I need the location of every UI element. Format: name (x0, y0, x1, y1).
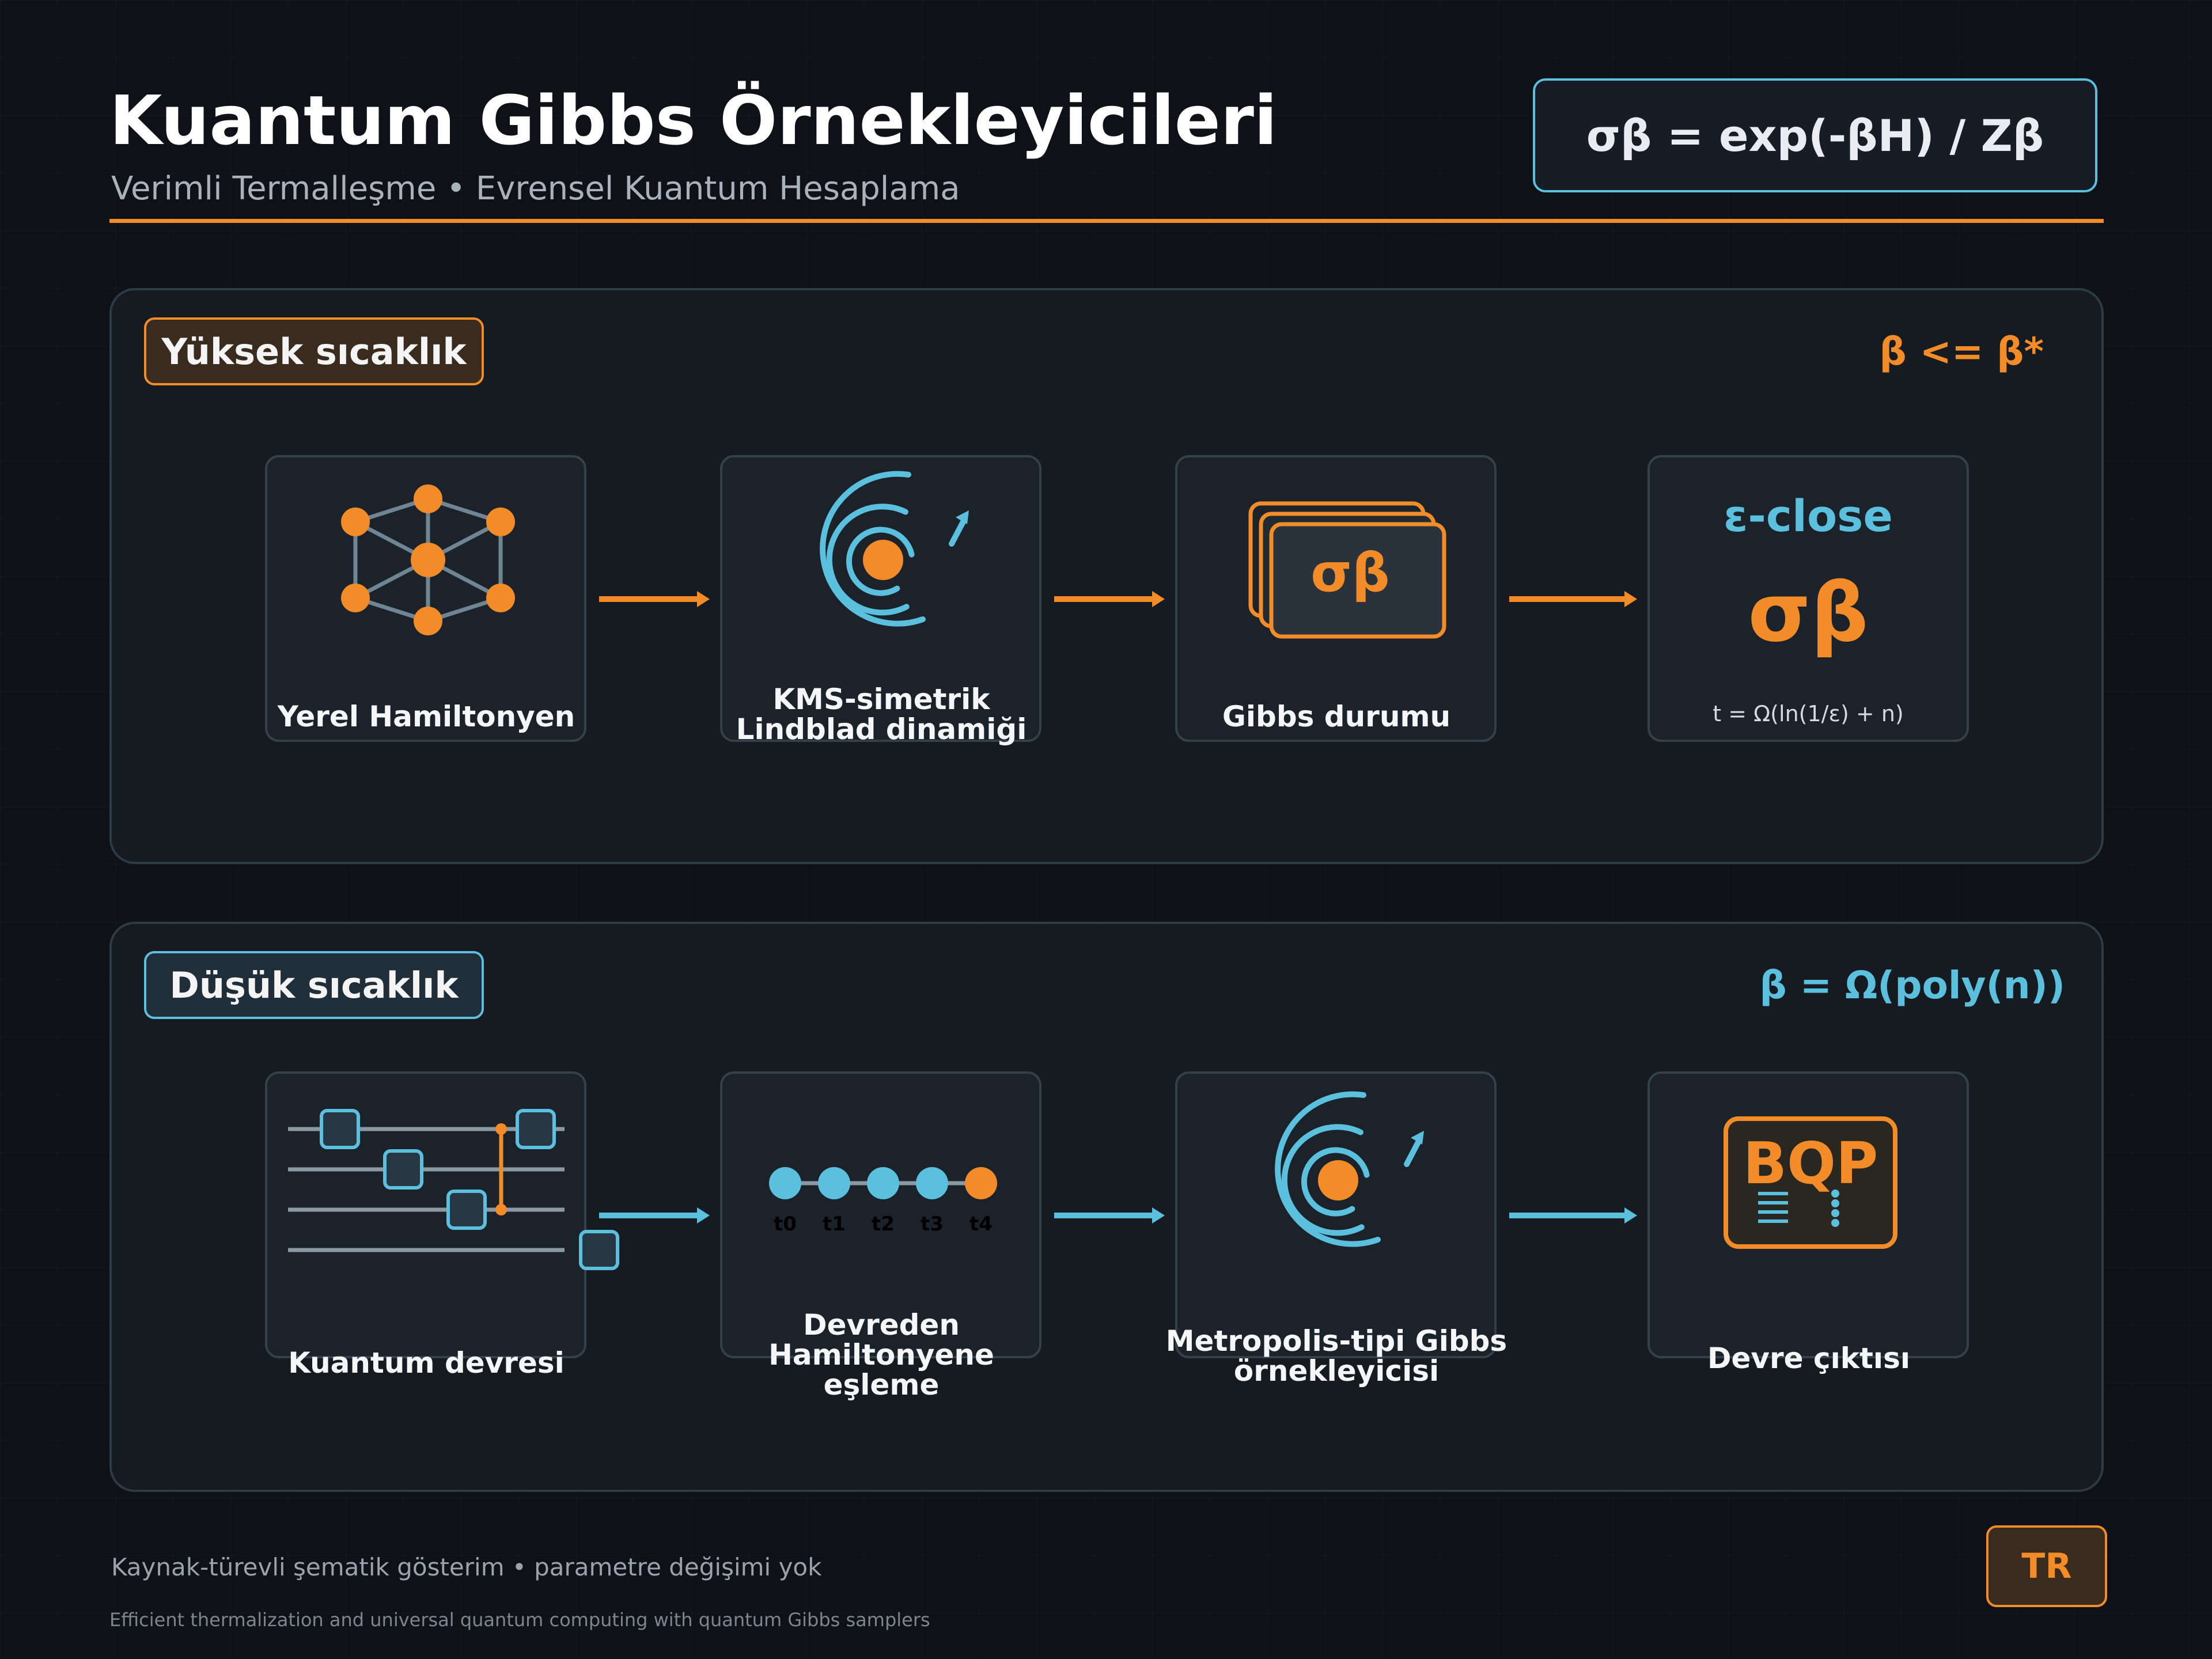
arrowhead-4 (697, 1207, 710, 1224)
quantum-circuit-icon (288, 1109, 619, 1270)
arrowhead-5 (1152, 1207, 1165, 1224)
step-circuit-output: BQP (1647, 1071, 1969, 1358)
svg-text:t0: t0 (774, 1213, 797, 1236)
bqp-chip-text: BQP (1743, 1130, 1878, 1197)
step-label-metropolis-sampler: Metropolis-tipi Gibbs örnekleyicisi (1165, 1324, 1508, 1388)
step-kms-lindblad (720, 455, 1041, 742)
footer-source: Efficient thermalization and universal q… (109, 1609, 930, 1631)
arrowhead-1 (697, 591, 710, 607)
svg-text:t1: t1 (823, 1213, 846, 1236)
spiral-dynamics-icon (820, 471, 969, 627)
step-label-quantum-circuit: Kuantum devresi (288, 1346, 565, 1380)
high-temp-arrows (599, 591, 1637, 607)
low-temp-arrows (599, 1207, 1637, 1224)
spiral-dynamics-icon (1275, 1091, 1424, 1247)
high-temperature-tag: Yüksek sıcaklık (144, 317, 484, 385)
step-eps-close (1647, 455, 1969, 742)
step-circuit-to-hamiltonian: t0 t1 t2 t3 t4 (720, 1071, 1041, 1358)
state-card-text: σβ (1310, 542, 1390, 604)
step-label-circuit-output: Devre çıktısı (1707, 1342, 1910, 1375)
lattice-icon (341, 484, 515, 635)
page-title: Kuantum Gibbs Örnekleyicileri (109, 81, 1278, 160)
low-temperature-condition: β = Ω(poly(n)) (1759, 963, 2065, 1007)
gibbs-formula-box: σβ = exp(-βH) / Zβ (1533, 78, 2097, 192)
arrowhead-2 (1152, 591, 1165, 607)
svg-text:t3: t3 (921, 1213, 944, 1236)
sigma-beta-output: σβ (1748, 566, 1869, 660)
step-gibbs-state: σβ (1175, 455, 1497, 742)
arrowhead-6 (1624, 1207, 1637, 1224)
gibbs-formula: σβ = exp(-βH) / Zβ (1586, 109, 2044, 161)
spiral-arrowhead (1411, 1131, 1424, 1145)
stacked-state-cards-icon: σβ (1248, 501, 1446, 639)
arrowhead-3 (1624, 591, 1637, 607)
step-label-local-hamiltonian: Yerel Hamiltonyen (277, 700, 575, 733)
low-temperature-tag: Düşük sıcaklık (144, 951, 484, 1019)
step-local-hamiltonian (265, 455, 586, 742)
svg-text:t2: t2 (872, 1213, 895, 1236)
svg-text:t4: t4 (969, 1213, 993, 1236)
step-label-kms-lindblad: KMS-simetrik Lindblad dinamiği (736, 683, 1027, 746)
header-divider (109, 219, 2104, 223)
footer-note: Kaynak-türevli şematik gösterim • parame… (111, 1553, 822, 1581)
page-subtitle: Verimli Termalleşme • Evrensel Kuantum H… (111, 170, 960, 207)
spiral-arrowhead (956, 510, 969, 524)
time-chain-icon: t0 t1 t2 t3 t4 (769, 1167, 997, 1236)
language-badge: TR (1986, 1525, 2107, 1607)
step-label-gibbs-state: Gibbs durumu (1222, 700, 1451, 733)
high-temperature-condition: β <= β* (1879, 329, 2044, 374)
eps-close-label: ε-close (1724, 490, 1893, 541)
step-metropolis-sampler (1175, 1071, 1497, 1358)
time-bound-formula: t = Ω(ln(1/ε) + n) (1713, 701, 1904, 726)
step-label-circuit-to-hamiltonian: Devreden Hamiltonyene eşleme (768, 1308, 994, 1402)
bqp-chip-icon: BQP (1724, 1116, 1897, 1249)
